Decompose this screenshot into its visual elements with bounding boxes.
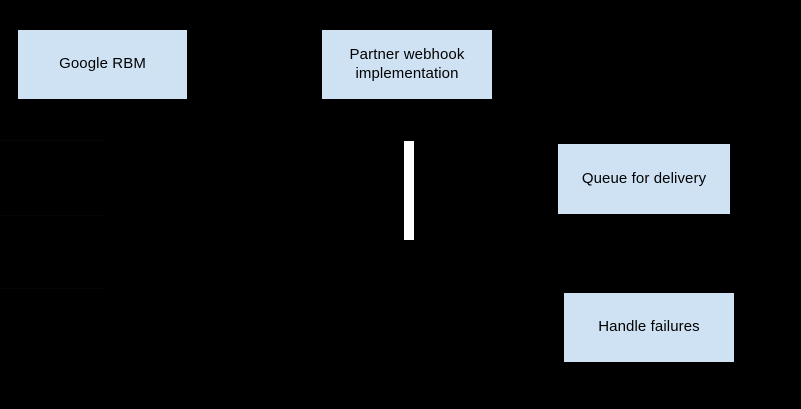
faint-rule-1 — [0, 140, 104, 141]
node-partner-webhook-implementation[interactable]: Partner webhook implementation — [322, 30, 492, 99]
faint-rule-3 — [0, 288, 104, 289]
faint-rule-2 — [0, 215, 104, 216]
node-handle-failures-label: Handle failures — [598, 318, 700, 336]
connector-vertical-bar — [404, 141, 414, 240]
node-google-rbm-label: Google RBM — [59, 55, 146, 73]
node-google-rbm[interactable]: Google RBM — [18, 30, 187, 99]
node-queue-for-delivery-label: Queue for delivery — [581, 169, 707, 187]
node-partner-webhook-implementation-label: Partner webhook implementation — [349, 45, 465, 82]
node-handle-failures[interactable]: Handle failures — [564, 293, 734, 362]
node-queue-for-delivery[interactable]: Queue for delivery — [558, 144, 730, 214]
